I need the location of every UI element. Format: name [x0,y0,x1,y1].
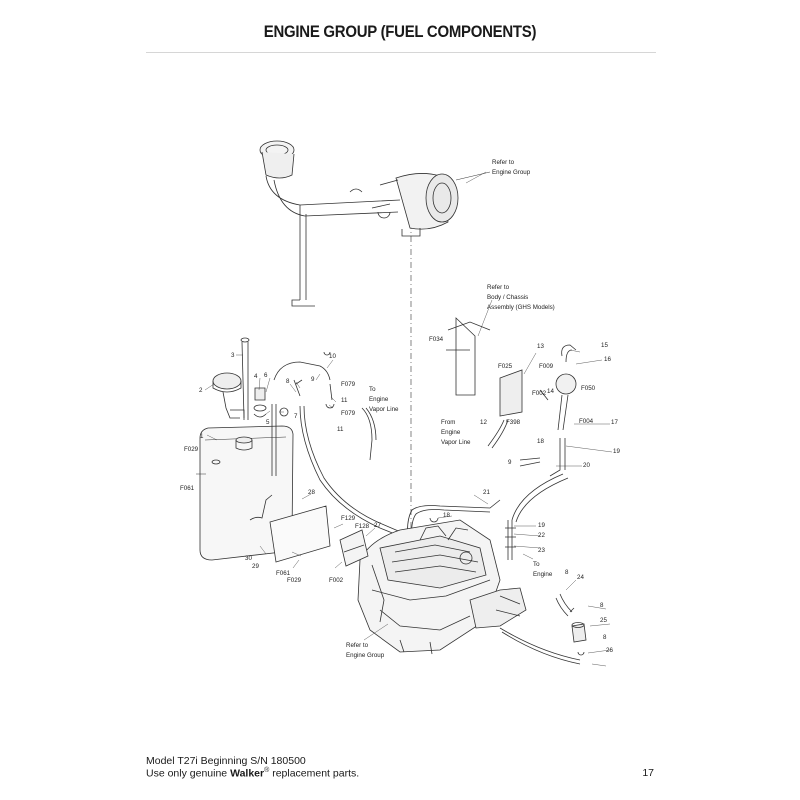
note-from-vapor-2: Engine [441,429,461,436]
note-refer-engine-bottom-2: Engine Group [346,652,385,659]
callout-23: 23 [538,547,545,554]
label-f079b: F079 [341,410,356,417]
note-refer-body-2: Body / Chassis [487,294,528,301]
callout-11b: 11 [337,426,344,433]
callout-4: 4 [254,373,258,380]
callout-8: 8 [286,378,290,385]
label-f050: F050 [581,385,596,392]
footer-brand: Walker [230,767,265,780]
note-to-engine-2: Engine [533,571,553,578]
fuel-filter-parts-drawing [499,593,587,665]
callout-19: 19 [613,448,620,455]
footer-parts-note: Use only genuine Walker® replacement par… [146,767,359,780]
note-refer-engine-bottom-1: Refer to [346,642,369,649]
callout-8d: 8 [603,634,607,641]
page-number: 17 [642,767,654,779]
note-to-vapor-1: To [369,386,376,393]
label-f029: F029 [184,446,199,453]
label-f079: F079 [341,381,356,388]
callout-27: 27 [374,522,381,529]
callout-25: 25 [600,617,607,624]
callout-17: 17 [611,419,618,426]
callout-5: 5 [266,419,270,426]
callout-labels: 1 2 3 4 5 6 7 8 9 10 11 11 12 13 14 15 1… [180,336,620,654]
footer-note-prefix: Use only genuine [146,767,231,780]
reference-notes: Refer to Engine Group Refer to Body / Ch… [346,159,555,659]
page-title: ENGINE GROUP (FUEL COMPONENTS) [263,22,537,41]
callout-24: 24 [577,574,584,581]
note-from-vapor-3: Vapor Line [441,439,471,446]
callout-20: 20 [583,462,590,469]
title-divider [146,52,656,53]
label-f128: F128 [355,523,370,530]
label-f002b: F002 [329,577,344,584]
callout-15: 15 [601,342,608,349]
callout-29: 29 [252,563,259,570]
registered-mark: ® [264,767,270,774]
callout-10: 10 [329,353,336,360]
callout-30: 30 [245,555,252,562]
label-f034: F034 [429,336,444,343]
note-to-vapor-2: Engine [369,396,389,403]
callout-9: 9 [311,376,315,383]
callout-1: 1 [200,433,204,440]
callout-18b: 18 [443,512,450,519]
label-f002: F002 [532,390,547,397]
label-f061: F061 [180,485,195,492]
footer-model-line: Model T27i Beginning S/N 180500 [146,755,306,767]
callout-19b: 19 [538,522,545,529]
note-refer-engine-top-2: Engine Group [492,169,531,176]
label-f129: F129 [341,515,356,522]
note-refer-engine-top-1: Refer to [492,159,515,166]
note-from-vapor-1: From [441,419,455,426]
label-f025: F025 [498,363,513,370]
leader-lines [204,171,613,667]
label-f398: F398 [506,419,521,426]
callout-2: 2 [199,387,203,394]
callout-22: 22 [538,532,545,539]
footer-note-suffix: replacement parts. [269,767,360,780]
callout-8b: 8 [565,569,569,576]
label-f029b: F029 [287,577,302,584]
intake-assembly-drawing [259,140,491,307]
callout-6: 6 [264,372,268,379]
fuel-cap-parts-drawing [212,337,303,476]
callout-7: 7 [294,413,298,420]
callout-11: 11 [341,397,348,404]
callout-26: 26 [606,647,613,654]
callout-18: 18 [537,438,544,445]
callout-13: 13 [537,343,544,350]
label-f004: F004 [579,418,594,425]
callout-14: 14 [547,388,554,395]
engine-drawing [357,519,527,655]
heat-shield-drawing [269,505,369,567]
fuel-pump-bracket-drawing [446,317,577,523]
label-f061b: F061 [276,570,291,577]
callout-12: 12 [480,419,487,426]
callout-21: 21 [483,489,490,496]
callout-28: 28 [308,489,315,496]
callout-16: 16 [604,356,611,363]
note-to-vapor-3: Vapor Line [369,406,399,413]
note-to-engine-1: To [533,561,540,568]
vapor-hoses-drawing [273,351,411,541]
callout-8c: 8 [600,602,604,609]
label-f009: F009 [539,363,554,370]
note-refer-body-1: Refer to [487,284,510,291]
callout-3: 3 [231,352,235,359]
note-refer-body-3: Assembly (GHS Models) [487,304,555,311]
callout-9b: 9 [508,459,512,466]
